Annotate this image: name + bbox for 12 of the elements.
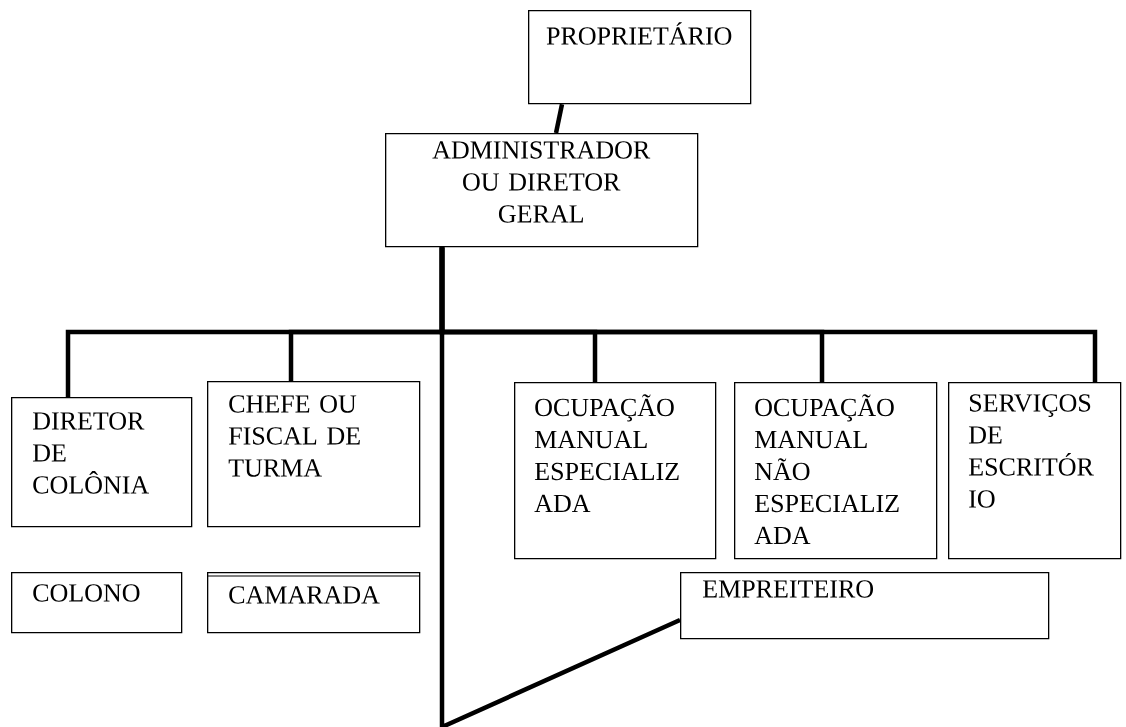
org-box: OCUPAÇÃO MANUAL ESPECIALIZ ADA	[514, 382, 717, 560]
connector-line	[553, 103, 565, 134]
org-box: OCUPAÇÃO MANUAL NÃO ESPECIALIZ ADA	[734, 382, 938, 560]
connector-line	[439, 247, 681, 727]
org-box: EMPREITEIRO	[680, 572, 1050, 640]
org-box: DIRETOR DE COLÔNIA	[11, 397, 193, 528]
org-box: CAMARADA	[206, 572, 421, 634]
org-box: PROPRIETÁRIO	[528, 10, 752, 105]
org-box: CHEFE OU FISCAL DE TURMA	[207, 381, 421, 528]
org-box: ADMINISTRADOR OU DIRETOR GERAL	[385, 133, 699, 248]
org-box: SERVIÇOS DE ESCRITÓR IO	[948, 382, 1122, 560]
org-box: COLONO	[11, 572, 183, 634]
